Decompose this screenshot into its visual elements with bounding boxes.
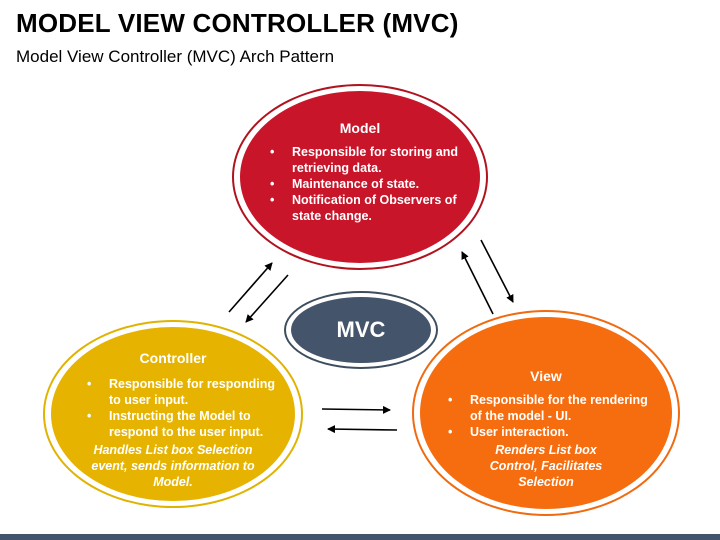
page-title: MODEL VIEW CONTROLLER (MVC) — [16, 8, 459, 38]
list-item: Notification of Observers of state chang… — [270, 192, 470, 224]
view-list: Responsible for the rendering of the mod… — [448, 392, 658, 440]
controller-title: Controller — [139, 350, 207, 366]
controller-node: Controller Responsible for responding to… — [51, 327, 295, 501]
arrow-controller-to-model — [228, 262, 273, 313]
list-item: Responsible for the rendering of the mod… — [448, 392, 658, 424]
bottom-bar — [0, 534, 720, 540]
controller-list: Responsible for responding to user input… — [87, 376, 287, 440]
mvc-ring — [284, 291, 438, 369]
model-list: Responsible for storing and retrieving d… — [270, 144, 470, 224]
arrow-view-to-controller — [327, 425, 398, 434]
model-title: Model — [339, 120, 381, 136]
arrow-model-to-view — [480, 239, 514, 303]
model-node: Model Responsible for storing and retrie… — [240, 91, 480, 263]
view-title: View — [530, 368, 562, 384]
view-ring — [412, 310, 680, 516]
list-item: Maintenance of state. — [270, 176, 470, 192]
mvc-label: MVC — [336, 317, 386, 342]
model-ring — [232, 84, 488, 270]
controller-note: Handles List box Selection event, sends … — [91, 443, 255, 489]
list-item: Responsible for responding to user input… — [87, 376, 287, 408]
arrow-controller-to-view — [321, 405, 391, 414]
controller-ring — [43, 320, 303, 508]
view-note: Renders List box Control, Facilitates Se… — [489, 443, 603, 489]
arrow-view-to-model — [461, 251, 494, 315]
list-item: Responsible for storing and retrieving d… — [270, 144, 470, 176]
list-item: Instructing the Model to respond to the … — [87, 408, 287, 440]
arrow-model-to-controller — [245, 274, 289, 323]
page-subtitle: Model View Controller (MVC) Arch Pattern — [16, 47, 335, 66]
list-item: User interaction. — [448, 424, 658, 440]
view-node: View Responsible for the rendering of th… — [420, 317, 672, 509]
mvc-center: MVC — [291, 297, 431, 363]
